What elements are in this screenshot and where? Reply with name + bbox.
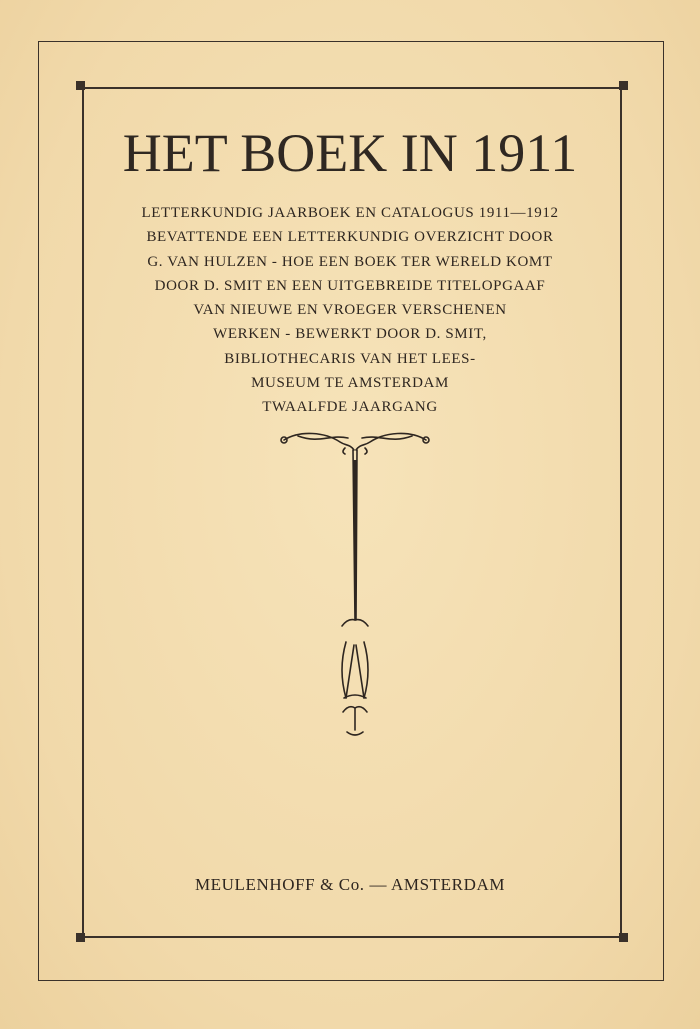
subtitle-line: MUSEUM TE AMSTERDAM: [251, 375, 449, 392]
subtitle-line: BEVATTENDE EEN LETTERKUNDIG OVERZICHT DO…: [146, 229, 554, 246]
corner-ornament-bottom-right: [619, 933, 628, 942]
subtitle-line: G. VAN HULZEN - HOE EEN BOEK TER WERELD …: [147, 253, 553, 270]
subtitle-line: DOOR D. SMIT EN EEN UITGEBREIDE TITELOPG…: [154, 277, 546, 294]
subtitle-line: TWAALFDE JAARGANG: [262, 399, 438, 416]
subtitle-line: LETTERKUNDIG JAARBOEK EN CATALOGUS 1911—…: [141, 205, 559, 221]
corner-ornament-top-left: [76, 81, 85, 90]
page-title: HET BOEK IN 1911: [122, 123, 578, 183]
publisher-imprint: MEULENHOFF & Co. — AMSTERDAM: [194, 875, 506, 894]
inner-frame: [82, 87, 622, 938]
subtitle-line: VAN NIEUWE EN VROEGER VERSCHENEN: [193, 302, 507, 319]
corner-ornament-bottom-left: [76, 933, 85, 942]
subtitle-block: LETTERKUNDIG JAARBOEK EN CATALOGUS 1911—…: [0, 201, 700, 420]
subtitle-line: BIBLIOTHECARIS VAN HET LEES-: [224, 350, 476, 367]
decorative-ornament-icon: [280, 432, 430, 736]
corner-ornament-top-right: [619, 81, 628, 90]
subtitle-line: WERKEN - BEWERKT DOOR D. SMIT,: [213, 326, 487, 343]
outer-border: [38, 41, 664, 981]
